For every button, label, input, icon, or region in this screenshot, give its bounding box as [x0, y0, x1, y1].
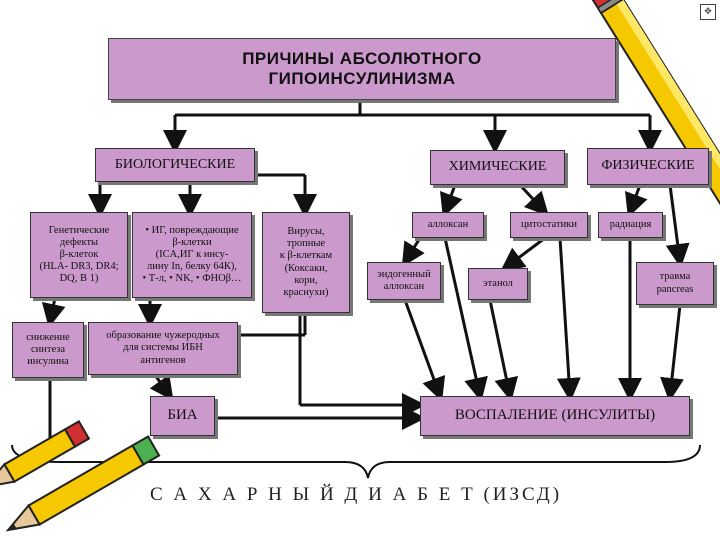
- title-line-1: ПРИЧИНЫ АБСОЛЮТНОГО: [242, 49, 482, 69]
- category-chemical: ХИМИЧЕСКИЕ: [430, 150, 565, 185]
- box-reduced-synthesis: снижение синтеза инсулина: [12, 322, 84, 378]
- category-physical: ФИЗИЧЕСКИЕ: [587, 148, 709, 185]
- diagram-title: ПРИЧИНЫ АБСОЛЮТНОГО ГИПОИНСУЛИНИЗМА: [108, 38, 616, 100]
- box-viruses: Вирусы, тропные к β-клеткам (Коксаки, ко…: [262, 212, 350, 313]
- box-foreign-antigens: образование чужеродных для системы ИБН а…: [88, 322, 238, 375]
- title-line-2: ГИПОИНСУЛИНИЗМА: [268, 69, 456, 88]
- box-radiation: радиация: [598, 212, 663, 238]
- box-inflammation: ВОСПАЛЕНИЕ (ИНСУЛИТЫ): [420, 396, 690, 436]
- box-alloxan: аллоксан: [412, 212, 484, 238]
- box-trauma-pancreas: травма pancreas: [636, 262, 714, 305]
- box-endogenous-alloxan: эндогенный аллоксан: [367, 262, 441, 300]
- category-biological: БИОЛОГИЧЕСКИЕ: [95, 148, 255, 182]
- box-bia: БИА: [150, 396, 215, 436]
- pencil-icon-left-2: [5, 435, 161, 532]
- result-diabetes: С А Х А Р Н Ы Й Д И А Б Е Т (ИЗСД): [150, 484, 563, 505]
- box-ethanol: этанол: [468, 268, 528, 300]
- box-cytostatics: цитостатики: [510, 212, 588, 238]
- box-immunoglobulins: • ИГ, повреждающие β-клетки (ICA,ИГ к ин…: [132, 212, 252, 298]
- pencil-icon-left-1: [0, 419, 91, 489]
- pencil-icon: [587, 0, 720, 210]
- box-genetic-defects: Генетические дефекты β-клеток (HLA- DR3,…: [30, 212, 128, 298]
- move-icon[interactable]: ✥: [700, 4, 716, 20]
